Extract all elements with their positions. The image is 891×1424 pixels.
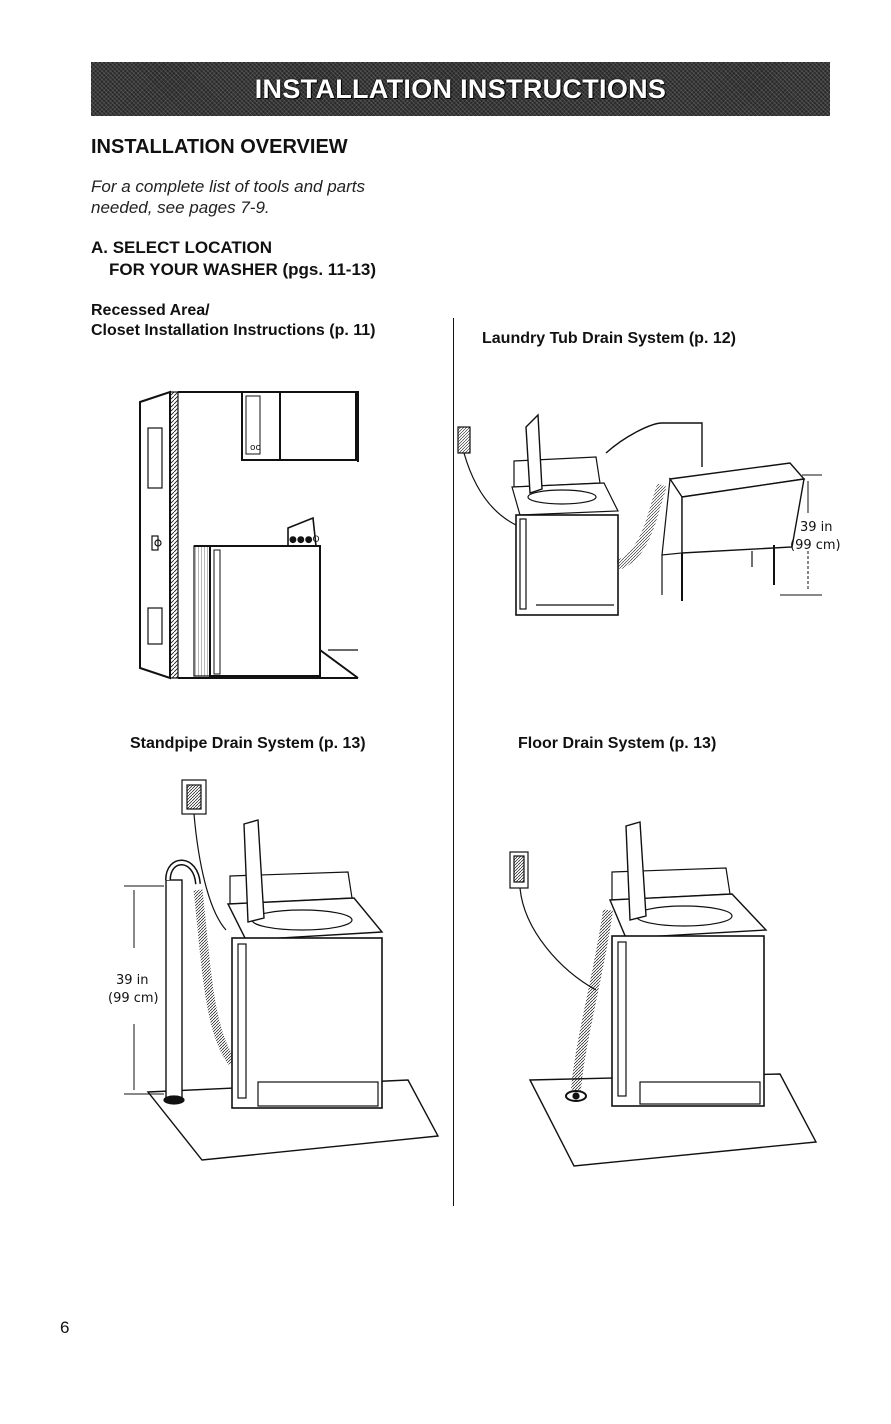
recessed-caption-line-2: Closet Installation Instructions (p. 11) — [91, 322, 376, 339]
installation-overview-heading: INSTALLATION OVERVIEW — [91, 136, 348, 158]
page-number: 6 — [60, 1318, 70, 1337]
section-banner: INSTALLATION INSTRUCTIONS — [91, 62, 830, 116]
laundry-tub-illustration: 39 in (99 cm) — [457, 413, 841, 616]
svg-text:●●●O: ●●●O — [289, 535, 320, 545]
laundry-tub-dimension-cm: (99 cm) — [790, 538, 841, 553]
select-location-heading: A. SELECT LOCATION FOR YOUR WASHER (pgs.… — [91, 237, 376, 281]
intro-text: For a complete list of tools and parts n… — [91, 176, 421, 218]
recessed-caption: Recessed Area/ Closet Installation Instr… — [91, 301, 375, 341]
standpipe-dimension-in: 39 in — [116, 973, 149, 988]
floor-drain-caption: Floor Drain System (p. 13) — [518, 735, 717, 752]
laundry-tub-dimension-in: 39 in — [800, 520, 833, 535]
intro-line-1: For a complete list of tools and parts — [91, 177, 366, 196]
recessed-caption-line-1: Recessed Area/ — [91, 302, 210, 319]
closet-installation-illustration: oo ●●●O — [139, 390, 359, 680]
svg-text:oo: oo — [250, 443, 262, 453]
standpipe-illustration: 39 in (99 cm) — [108, 779, 440, 1161]
banner-title: INSTALLATION INSTRUCTIONS — [254, 73, 667, 104]
floor-drain-illustration — [509, 821, 818, 1167]
laundry-tub-caption: Laundry Tub Drain System (p. 12) — [482, 330, 736, 347]
standpipe-caption: Standpipe Drain System (p. 13) — [130, 735, 366, 752]
select-location-line-1: A. SELECT LOCATION — [91, 238, 273, 257]
select-location-line-2: FOR YOUR WASHER (pgs. 11-13) — [109, 260, 377, 279]
column-divider — [453, 318, 454, 1206]
standpipe-dimension-cm: (99 cm) — [108, 991, 159, 1006]
intro-line-2: needed, see pages 7-9. — [91, 198, 270, 217]
